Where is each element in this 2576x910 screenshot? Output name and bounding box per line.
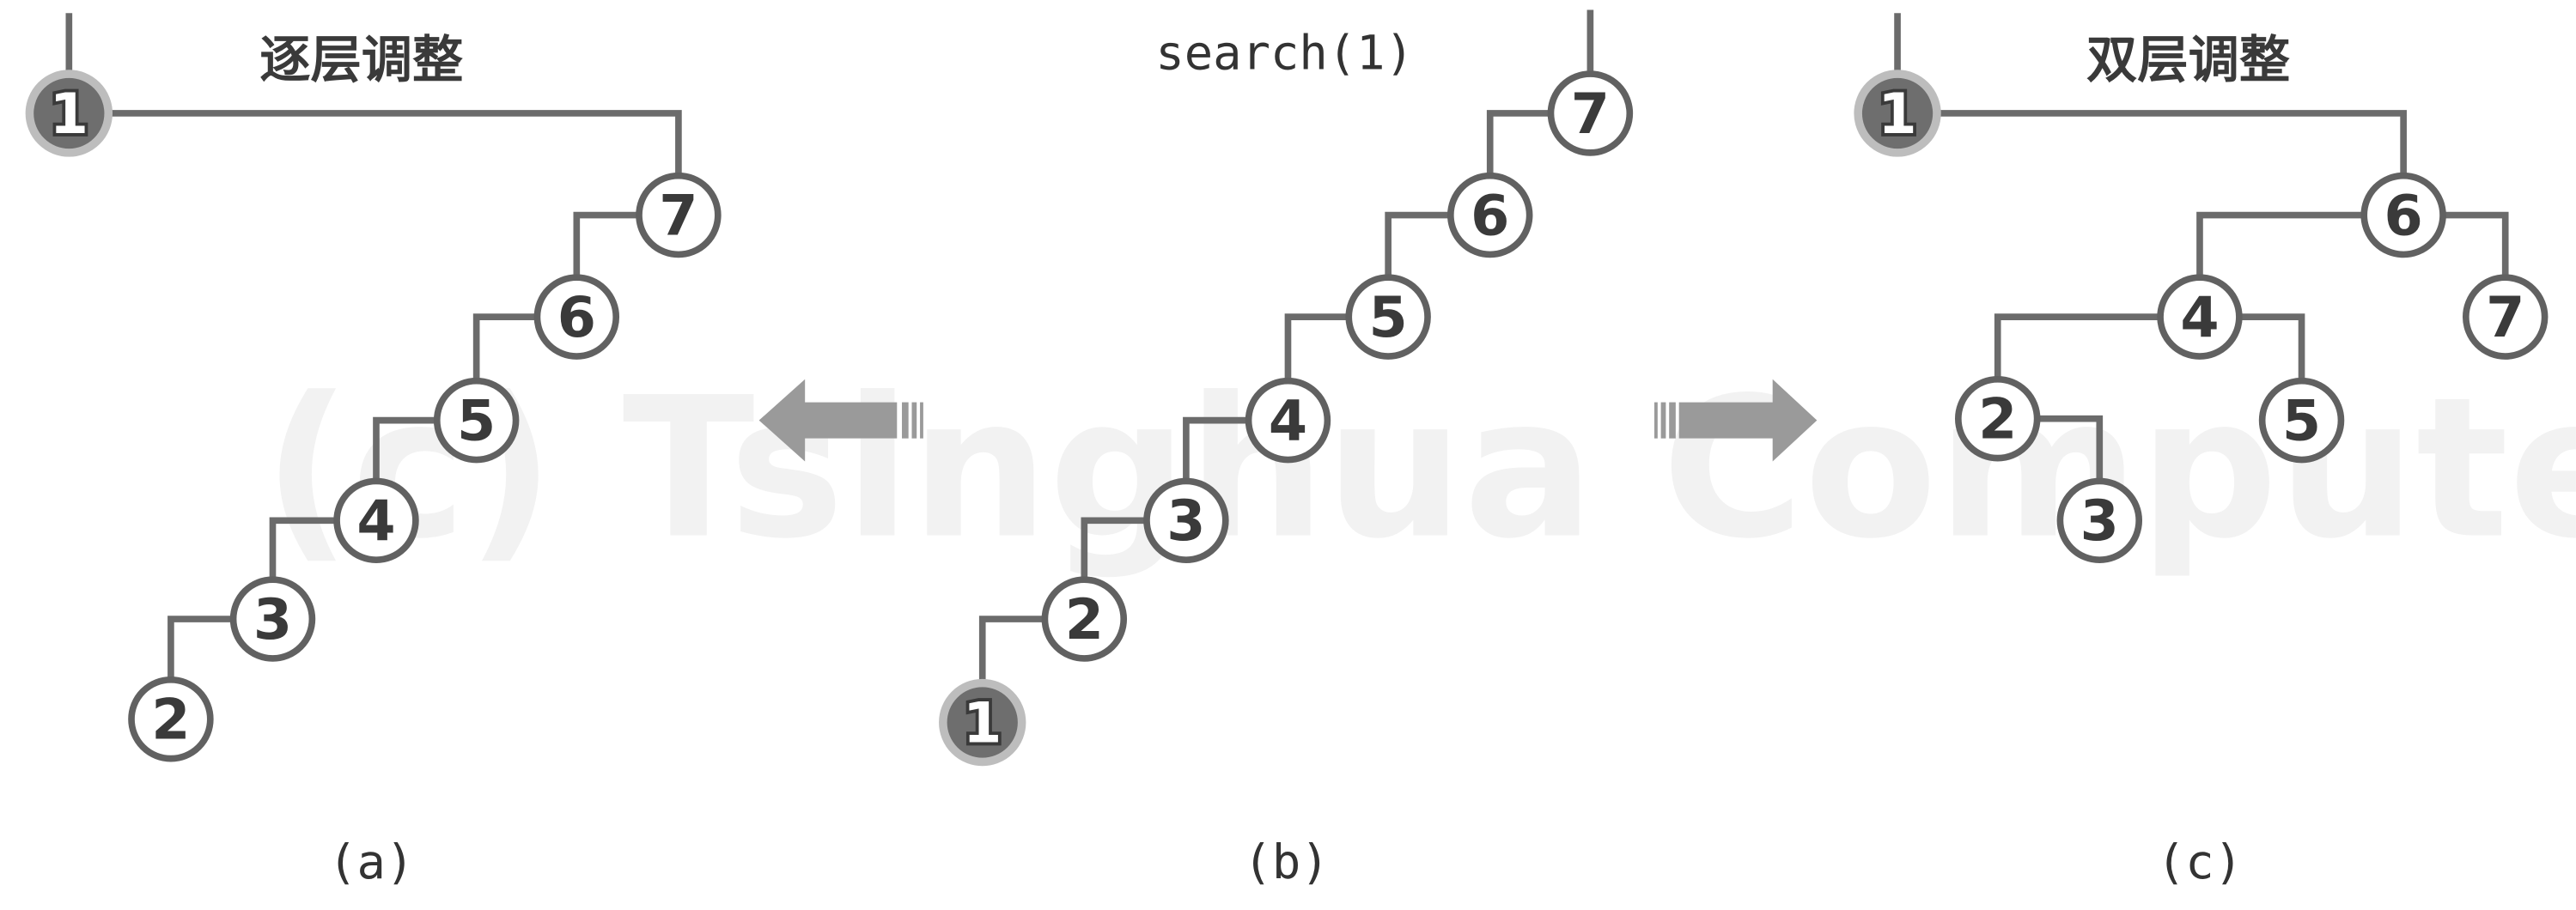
- svg-text:1: 1: [963, 691, 1002, 755]
- edge-a-4-3: [269, 517, 338, 582]
- node-a-6: 6: [533, 274, 620, 360]
- node-b-1: 1: [939, 678, 1026, 767]
- edge-b-3-2: [1081, 517, 1147, 582]
- svg-text:4: 4: [1269, 390, 1307, 454]
- svg-text:2: 2: [151, 689, 190, 753]
- svg-text:6: 6: [2384, 185, 2423, 249]
- panel-c-title: 双层调整: [2086, 30, 2290, 89]
- svg-text:5: 5: [2282, 390, 2321, 454]
- node-a-5: 5: [433, 377, 520, 464]
- node-b-3: 3: [1143, 477, 1229, 564]
- node-c-2: 2: [1954, 375, 2041, 462]
- edge-b-7-6: [1486, 110, 1553, 178]
- panel-a-caption: (a): [328, 835, 414, 890]
- svg-text:3: 3: [253, 588, 292, 652]
- node-a-4: 4: [333, 477, 419, 564]
- svg-text:6: 6: [1471, 185, 1509, 249]
- node-c-6: 6: [2360, 172, 2446, 258]
- node-b-6: 6: [1447, 172, 1533, 258]
- edge-a-6-5: [472, 313, 539, 383]
- node-c-7: 7: [2462, 274, 2549, 360]
- panel-b: search(1) 7 6 5 4 3 2 1 (b): [939, 9, 1634, 890]
- node-b-5: 5: [1345, 274, 1431, 360]
- node-b-7: 7: [1547, 70, 1634, 156]
- node-c-5: 5: [2258, 377, 2345, 464]
- svg-text:3: 3: [1166, 489, 1205, 554]
- svg-text:1: 1: [50, 82, 88, 147]
- svg-text:2: 2: [1978, 388, 2017, 452]
- node-b-4: 4: [1245, 377, 1331, 464]
- svg-text:7: 7: [1571, 82, 1610, 147]
- edge-b-2-1: [978, 616, 1045, 680]
- svg-text:2: 2: [1065, 588, 1104, 652]
- svg-text:1: 1: [1878, 82, 1916, 147]
- svg-text:4: 4: [356, 489, 395, 554]
- edge-c-2-3: [2037, 415, 2104, 482]
- edge-c-1-6: [1936, 110, 2407, 178]
- panel-a-title: 逐层调整: [259, 30, 463, 89]
- edge-b-6-5: [1385, 211, 1451, 278]
- svg-text:5: 5: [1369, 286, 1408, 350]
- edge-a-5-4: [373, 416, 437, 482]
- edge-c-4-2: [1994, 313, 2161, 379]
- svg-text:4: 4: [2180, 286, 2219, 350]
- edge-c-6-7: [2443, 211, 2509, 278]
- node-c-3: 3: [2056, 477, 2143, 564]
- arrow-right: [1653, 379, 1818, 462]
- svg-text:3: 3: [2080, 489, 2119, 554]
- edge-a-7-6: [573, 211, 641, 278]
- panel-c: 双层调整 1 6 4 7 2 5 3 (c): [1854, 13, 2549, 890]
- node-a-2: 2: [128, 676, 214, 762]
- edge-c-4-5: [2238, 313, 2305, 381]
- svg-text:7: 7: [659, 185, 697, 249]
- watermark-text: (c) Tsinghua Computer: [263, 357, 2576, 582]
- node-b-2: 2: [1041, 576, 1128, 662]
- edge-c-6-4: [2196, 211, 2365, 278]
- panel-c-caption: (c): [2157, 835, 2243, 890]
- edge-a-1-7: [108, 110, 682, 178]
- edge-a-3-2: [167, 616, 234, 680]
- edge-b-4-3: [1183, 416, 1249, 482]
- node-c-4: 4: [2157, 274, 2243, 360]
- node-a-1: 1: [25, 70, 113, 157]
- edge-b-5-4: [1284, 313, 1349, 383]
- panel-b-title: search(1): [1155, 26, 1413, 81]
- svg-text:5: 5: [457, 390, 496, 454]
- node-a-7: 7: [636, 172, 722, 258]
- node-c-1: 1: [1854, 70, 1941, 157]
- panel-b-caption: (b): [1243, 835, 1329, 890]
- arrow-left: [758, 379, 923, 462]
- panel-a: 逐层调整 1 7 6 5 4 3 2 (a): [25, 13, 722, 890]
- node-a-3: 3: [229, 576, 316, 662]
- svg-text:6: 6: [557, 286, 596, 350]
- svg-text:7: 7: [2486, 286, 2524, 350]
